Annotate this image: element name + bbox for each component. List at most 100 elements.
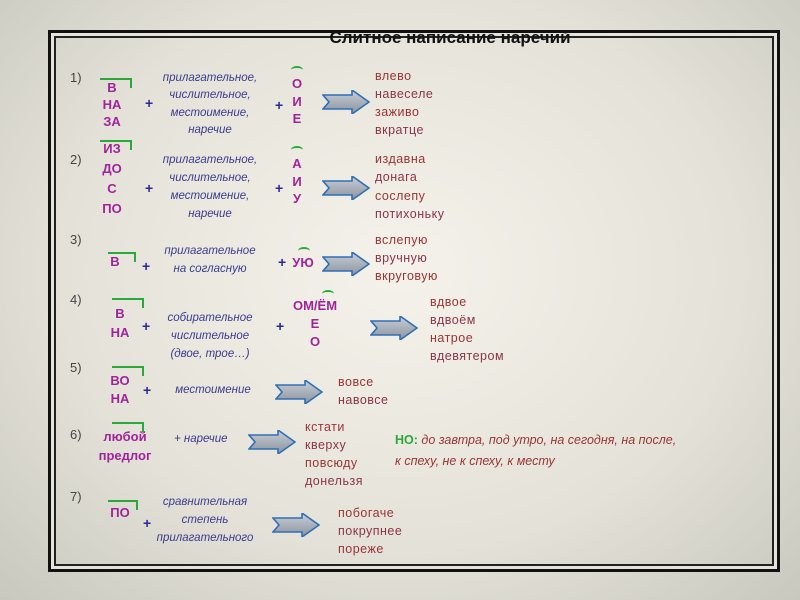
example-word: вкруговую	[375, 269, 438, 283]
arrow-right-icon	[369, 314, 419, 345]
arrow-right-icon	[271, 511, 321, 542]
base-part-of-speech: наречие	[188, 208, 232, 220]
suffix: ОМ/ЁМ	[292, 298, 338, 313]
base-part-of-speech: числительное	[170, 330, 250, 342]
plus-sign: +	[143, 382, 152, 398]
prefix-bracket-icon	[100, 140, 132, 150]
example-word: навеселе	[375, 87, 434, 101]
plus-sign: +	[142, 318, 151, 334]
rule-number: 7)	[70, 489, 82, 504]
suffix: И	[292, 174, 302, 189]
arrow-right-icon	[321, 88, 371, 119]
base-part-of-speech: степень	[181, 514, 229, 526]
example-word: кстати	[305, 420, 345, 434]
suffix: А	[292, 156, 302, 171]
suffix-arc-icon	[298, 247, 310, 255]
plus-sign: +	[145, 95, 154, 111]
plus-sign: +	[275, 180, 284, 196]
arrow-right-icon	[274, 378, 324, 409]
example-word: потихоньку	[375, 207, 445, 221]
example-word: пореже	[338, 542, 384, 556]
example-word: донага	[375, 170, 418, 184]
prefix-bracket-icon	[108, 252, 136, 262]
example-word: побогаче	[338, 506, 395, 520]
prefix-bracket-icon	[108, 500, 138, 510]
prefix: ПО	[110, 505, 130, 520]
example-word: донельзя	[305, 474, 363, 488]
example-word: влево	[375, 69, 412, 83]
suffix: УЮ	[292, 255, 314, 270]
example-word: вдвое	[430, 295, 467, 309]
prefix: предлог	[98, 448, 152, 463]
exception-line: до завтра, под утро, на сегодня, на посл…	[421, 433, 677, 447]
rule-number: 6)	[70, 427, 82, 442]
example-word: навовсе	[338, 393, 389, 407]
plus-sign: +	[275, 97, 284, 113]
rule-number: 1)	[70, 70, 82, 85]
exception-line: к спеху, не к спеху, к месту	[395, 454, 555, 468]
example-word: заживо	[375, 105, 420, 119]
example-word: кверху	[305, 438, 347, 452]
base-part-of-speech: (двое, трое…)	[170, 348, 250, 360]
prefix: НА	[102, 97, 122, 112]
base-part-of-speech: на согласную	[173, 263, 247, 275]
suffix: О	[309, 334, 321, 349]
prefix: С	[107, 181, 117, 196]
base-part-of-speech: числительное,	[169, 89, 251, 101]
base-part-of-speech: собирательное	[167, 312, 253, 324]
base-part-of-speech: местоимение,	[170, 190, 250, 202]
prefix: НА	[110, 391, 130, 406]
plus-sign: +	[278, 254, 287, 270]
base-part-of-speech: местоимение	[175, 384, 251, 396]
prefix: ВО	[110, 373, 130, 388]
prefix: ПО	[102, 201, 122, 216]
suffix: Е	[310, 316, 320, 331]
base-part-of-speech: прилагательное	[164, 245, 256, 257]
plus-sign: +	[276, 318, 285, 334]
suffix: И	[292, 94, 302, 109]
example-word: вдвоём	[430, 313, 476, 327]
base-part-of-speech: местоимение,	[170, 107, 250, 119]
rule-number: 3)	[70, 232, 82, 247]
prefix-bracket-icon	[112, 298, 144, 308]
plus-sign: +	[142, 258, 151, 274]
prefix: В	[115, 306, 125, 321]
plus-sign: +	[145, 180, 154, 196]
rule-number: 2)	[70, 152, 82, 167]
prefix-bracket-icon	[100, 78, 132, 88]
base-part-of-speech: прилагательного	[156, 532, 254, 544]
prefix-bracket-icon	[112, 366, 144, 376]
exception-label: НО:	[395, 433, 418, 447]
suffix: О	[291, 76, 303, 91]
prefix: НА	[110, 325, 130, 340]
base-part-of-speech: наречие	[188, 124, 232, 136]
rule-number: 5)	[70, 360, 82, 375]
base-part-of-speech: сравнительная	[162, 496, 248, 508]
base-part-of-speech: числительное,	[169, 172, 251, 184]
slide-frame	[48, 30, 780, 572]
base-part-of-speech: прилагательное,	[162, 154, 258, 166]
prefix: ЗА	[103, 114, 121, 129]
suffix: Е	[292, 111, 302, 126]
suffix: У	[292, 191, 302, 206]
rule-number: 4)	[70, 292, 82, 307]
example-word: издавна	[375, 152, 426, 166]
prefix: любой	[103, 429, 147, 444]
exception-note: НО: до завтра, под утро, на сегодня, на …	[395, 430, 676, 472]
example-word: вслепую	[375, 233, 428, 247]
prefix: ДО	[102, 161, 122, 176]
prefix: В	[107, 80, 117, 95]
prefix-bracket-icon	[112, 422, 144, 432]
example-word: вкратце	[375, 123, 424, 137]
suffix-arc-icon	[291, 66, 303, 74]
prefix: В	[110, 254, 120, 269]
plus-sign: + наречие	[174, 433, 228, 445]
example-word: повсюду	[305, 456, 358, 470]
example-word: натрое	[430, 331, 474, 345]
arrow-right-icon	[321, 250, 371, 281]
arrow-right-icon	[247, 428, 297, 459]
suffix-arc-icon	[291, 146, 303, 154]
prefix: ИЗ	[103, 141, 121, 156]
example-word: вручную	[375, 251, 428, 265]
